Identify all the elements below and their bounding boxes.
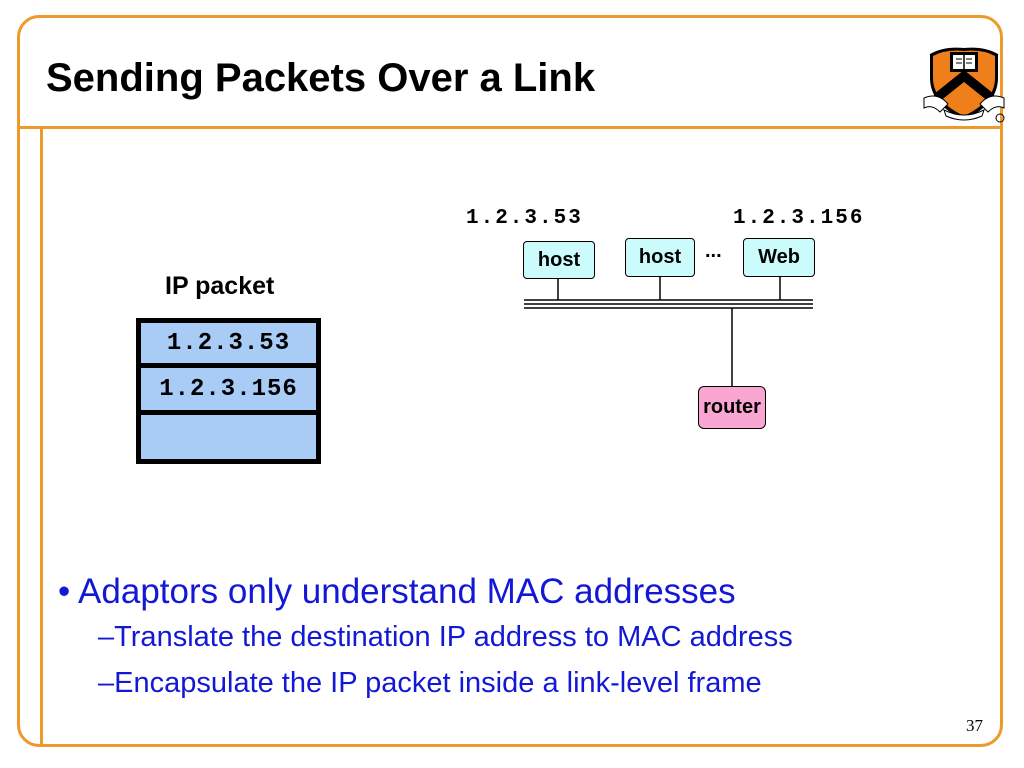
packet-destination-field: 1.2.3.156 <box>141 368 316 410</box>
ip-packet-label: IP packet <box>165 272 275 300</box>
router-node: router <box>698 386 766 429</box>
bullet-text: Adaptors only understand MAC addresses <box>78 572 736 611</box>
sub-bullet-item: –Encapsulate the IP packet inside a link… <box>98 667 762 699</box>
packet-payload-field <box>141 415 316 459</box>
title-divider <box>17 126 1003 129</box>
slide-frame <box>17 15 1003 747</box>
page-number: 37 <box>966 716 983 735</box>
sub-bullet-item: –Translate the destination IP address to… <box>98 621 793 653</box>
slide-title: Sending Packets Over a Link <box>46 56 596 100</box>
sub-bullet-text: Translate the destination IP address to … <box>114 621 793 653</box>
bullet-item: • Adaptors only understand MAC addresses <box>58 572 736 611</box>
bullet-list: • Adaptors only understand MAC addresses… <box>58 570 793 706</box>
packet-source-field: 1.2.3.53 <box>141 323 316 363</box>
left-divider <box>40 126 43 747</box>
sub-bullet-text: Encapsulate the IP packet inside a link-… <box>114 667 762 699</box>
host-node: host <box>523 241 595 279</box>
web-server-node: Web <box>743 238 815 277</box>
host-node: host <box>625 238 695 277</box>
ellipsis: ... <box>705 240 722 262</box>
left-host-ip: 1.2.3.53 <box>466 207 583 230</box>
web-server-ip: 1.2.3.156 <box>733 207 865 230</box>
ip-packet: 1.2.3.53 1.2.3.156 <box>136 318 321 464</box>
princeton-shield-icon <box>922 34 1006 126</box>
